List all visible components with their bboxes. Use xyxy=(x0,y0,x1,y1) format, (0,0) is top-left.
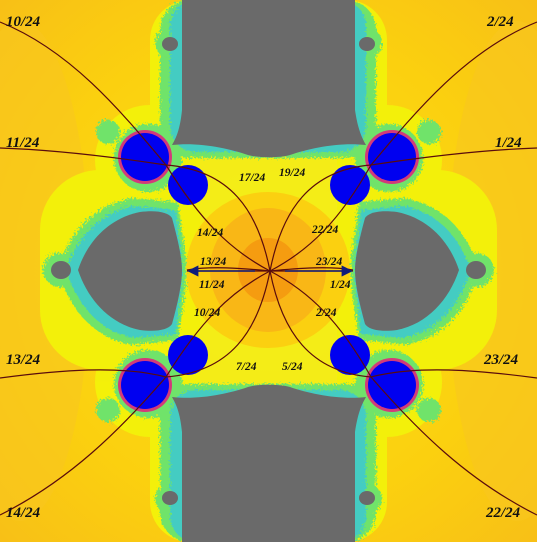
gray-interior xyxy=(51,0,486,542)
label-7-24: 7/24 xyxy=(236,361,257,373)
ray-17-24 xyxy=(165,164,271,272)
blue-disk-top-right-inner xyxy=(330,165,370,205)
ray-2-24-inner xyxy=(269,270,372,378)
label-13-24-inner: 13/24 xyxy=(200,256,226,268)
blue-components xyxy=(118,130,419,412)
ray-7-24 xyxy=(165,270,271,378)
inner-labels: 17/24 19/24 14/24 22/24 13/24 23/24 11/2… xyxy=(194,167,351,373)
blue-disk-bottom-right-inner xyxy=(330,335,370,375)
label-19-24: 19/24 xyxy=(279,167,305,179)
label-14-24-inner: 14/24 xyxy=(197,227,223,239)
outer-labels: 10/24 2/24 11/24 1/24 13/24 23/24 14/24 … xyxy=(6,14,522,521)
label-10-24: 10/24 xyxy=(6,14,41,30)
blue-disk-bottom-right-outer xyxy=(368,361,416,409)
ray-14-24-inner xyxy=(165,164,271,272)
ray-22-24-inner xyxy=(269,164,372,272)
label-22-24: 22/24 xyxy=(485,505,521,521)
ray-14-24 xyxy=(0,376,167,516)
ray-10-24 xyxy=(0,21,167,166)
label-13-24: 13/24 xyxy=(6,352,41,368)
left-small-gray-bulb xyxy=(51,261,71,279)
ray-2-24 xyxy=(370,21,537,166)
right-small-gray-bulb xyxy=(466,261,486,279)
label-10-24-inner: 10/24 xyxy=(194,307,220,319)
ray-1-24 xyxy=(370,147,537,166)
label-5-24: 5/24 xyxy=(282,361,303,373)
label-17-24: 17/24 xyxy=(239,172,265,184)
blue-disk-bottom-left-inner xyxy=(168,335,208,375)
blue-disk-bottom-left-outer xyxy=(121,361,169,409)
top-gray-region xyxy=(172,0,366,158)
label-11-24: 11/24 xyxy=(6,135,40,151)
ray-22-24 xyxy=(370,376,537,516)
bottom-gray-region xyxy=(172,384,366,542)
label-23-24-inner: 23/24 xyxy=(315,256,342,268)
label-2-24: 2/24 xyxy=(486,14,514,30)
ray-13-24 xyxy=(0,369,167,379)
external-rays xyxy=(0,21,537,516)
ray-10-24-inner xyxy=(165,270,271,378)
label-14-24: 14/24 xyxy=(6,505,41,521)
blue-disk-top-left-outer xyxy=(121,133,169,181)
label-23-24: 23/24 xyxy=(483,352,519,368)
label-11-24-inner: 11/24 xyxy=(199,279,225,291)
ray-23-24 xyxy=(370,369,537,379)
blue-disk-top-left-inner xyxy=(168,165,208,205)
label-22-24-inner: 22/24 xyxy=(311,224,338,236)
label-1-24-inner: 1/24 xyxy=(330,279,351,291)
label-1-24: 1/24 xyxy=(495,135,522,151)
label-2-24-inner: 2/24 xyxy=(315,307,337,319)
blue-disk-top-right-outer xyxy=(368,133,416,181)
ray-5-24 xyxy=(269,270,372,378)
ray-19-24 xyxy=(269,164,372,272)
right-gray-region xyxy=(355,211,459,331)
left-gray-region xyxy=(78,211,182,331)
ray-11-24 xyxy=(0,147,167,166)
